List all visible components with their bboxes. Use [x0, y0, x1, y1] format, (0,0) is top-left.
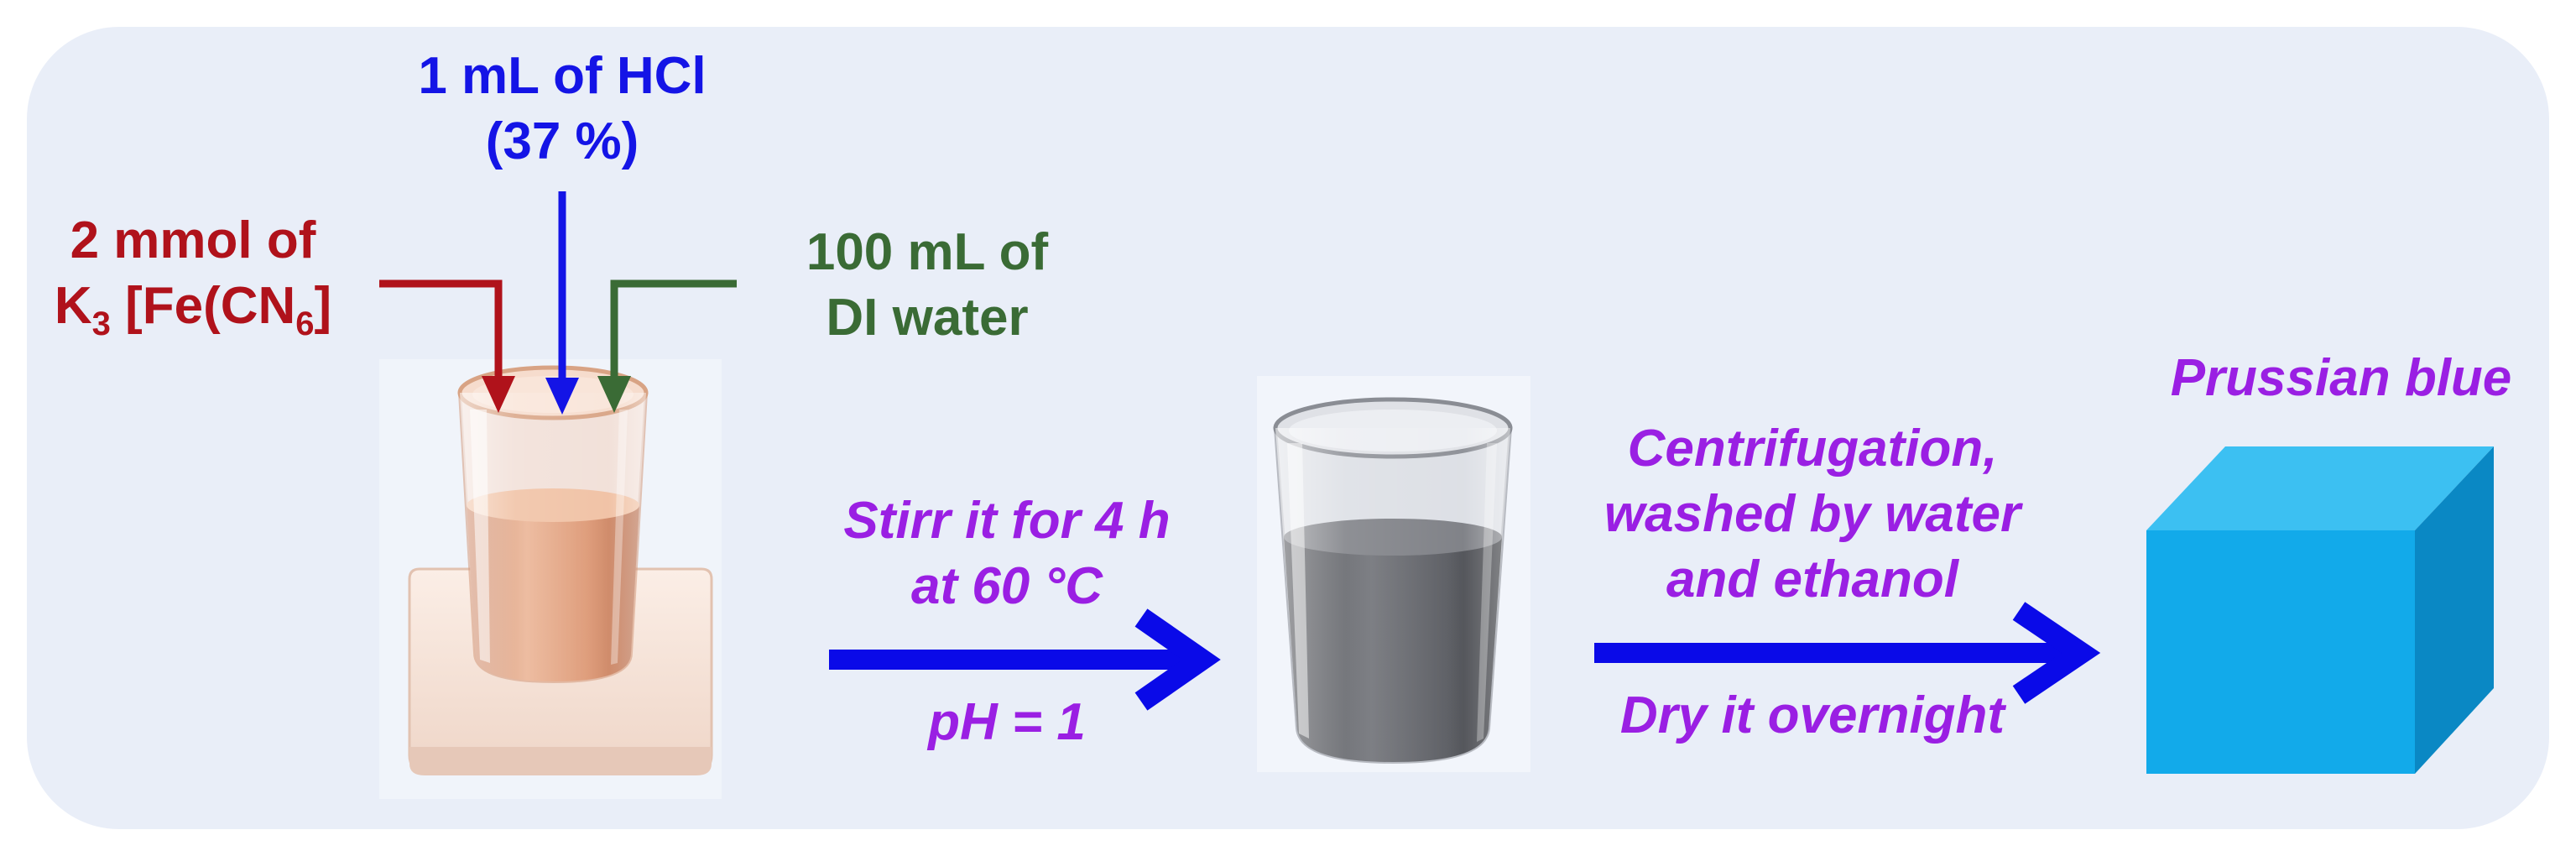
- label-step2-drying: Dry it overnight: [1619, 686, 2005, 744]
- beaker-orange-solution: [379, 359, 722, 799]
- label-hcl-line1: 1 mL of HCl: [418, 47, 707, 105]
- arrow-water: [597, 279, 737, 413]
- label-ferricyanide: 2 mmol of K3 [Fe(CN6]: [25, 208, 361, 357]
- label-product: Prussian blue: [2170, 349, 2512, 407]
- label-hcl: 1 mL of HCl (37 %): [361, 44, 764, 175]
- label-step2-line2: washed by water: [1603, 485, 2021, 543]
- label-step1-line1: Stirr it for 4 h: [843, 492, 1171, 550]
- label-step2-process: Centrifugation, washed by water and etha…: [1536, 416, 2089, 613]
- arrow-step2: [1594, 602, 2101, 704]
- label-hcl-line2: (37 %): [485, 112, 639, 170]
- label-water-line1: 100 mL of: [806, 223, 1049, 281]
- arrow-hcl: [545, 191, 579, 415]
- label-water: 100 mL of DI water: [738, 220, 1116, 351]
- label-step2-line3: and ethanol: [1666, 551, 1958, 608]
- arrow-ferricyanide: [379, 279, 515, 413]
- label-step1-line2: at 60 °C: [910, 557, 1103, 615]
- label-ferricyanide-formula: K3 [Fe(CN6]: [54, 277, 332, 342]
- label-step1-conditions: Stirr it for 4 h at 60 °C: [789, 488, 1225, 619]
- label-step1-ph: pH = 1: [928, 693, 1086, 751]
- prussian-blue-cube: [2146, 446, 2494, 774]
- label-step2-line1: Centrifugation,: [1627, 420, 1998, 478]
- beaker-dark-solution: [1257, 376, 1530, 772]
- arrow-step1: [829, 608, 1221, 711]
- label-ferricyanide-line1: 2 mmol of: [70, 211, 316, 269]
- label-water-line2: DI water: [826, 289, 1029, 347]
